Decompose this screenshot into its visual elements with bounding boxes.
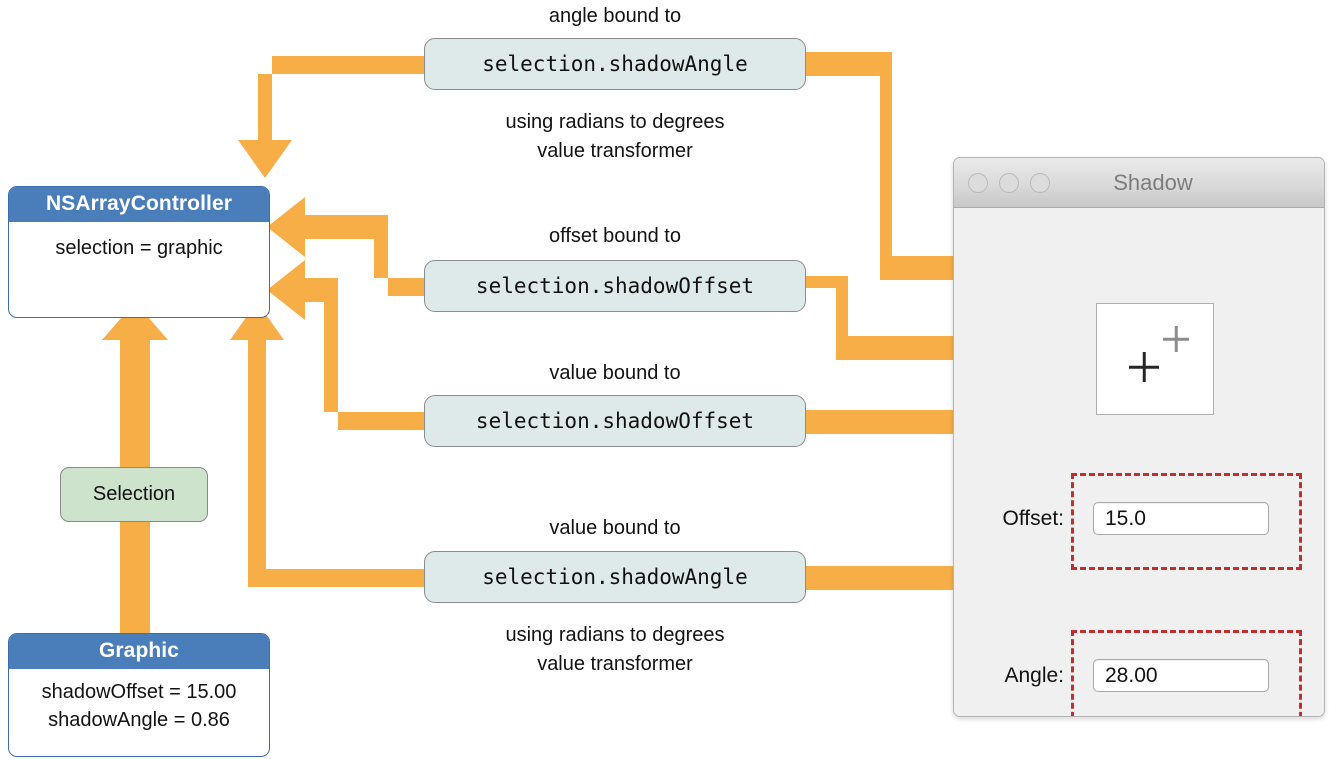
binding-3-keypath-text: selection.shadowOffset <box>475 409 755 433</box>
binding-1-caption-above: angle bound to <box>424 2 806 31</box>
binding-3-caption-above: value bound to <box>424 359 806 388</box>
binding-1-transformer-line2: value transformer <box>537 140 693 162</box>
binding-4-transformer-line1: using radians to degrees <box>505 624 725 646</box>
binding-3-caption-above-text: value bound to <box>549 362 681 384</box>
selection-pill-label: Selection <box>92 483 176 505</box>
arrow-offset-to-controller <box>267 197 424 296</box>
binding-1-transformer-line1: using radians to degrees <box>505 111 725 133</box>
shadow-window: Shadow Offset: 15.0 Angle: 28.00 <box>953 157 1325 717</box>
binding-1-caption-above-text: angle bound to <box>548 5 682 27</box>
binding-4-caption-below: using radians to degrees value transform… <box>424 621 806 679</box>
offset-field-label-text: Offset: <box>1002 507 1064 530</box>
angle-field-label-text: Angle: <box>1004 664 1064 687</box>
binding-1-keypath: selection.shadowAngle <box>424 38 806 90</box>
graphic-title: Graphic <box>9 634 269 669</box>
arrow-offset-value-to-controller <box>267 260 424 430</box>
arrow-angle-value-to-controller <box>230 302 424 587</box>
nsarraycontroller-selection-value: selection = graphic <box>9 222 269 277</box>
binding-2-keypath-text: selection.shadowOffset <box>475 274 755 298</box>
arrow-angle-to-controller <box>238 56 424 178</box>
binding-4-transformer-line2: value transformer <box>537 653 693 675</box>
minimize-button-icon[interactable] <box>999 172 1019 193</box>
binding-2-caption-above: offset bound to <box>424 222 806 251</box>
binding-4-keypath: selection.shadowAngle <box>424 551 806 603</box>
offset-binding-highlight <box>1071 473 1302 570</box>
angle-binding-highlight <box>1071 630 1302 716</box>
graphic-box: Graphic shadowOffset = 15.00 shadowAngle… <box>8 633 270 757</box>
graphic-shadowangle: shadowAngle = 0.86 <box>48 709 230 732</box>
binding-4-keypath-text: selection.shadowAngle <box>482 565 748 589</box>
binding-2-caption-above-text: offset bound to <box>549 225 681 247</box>
origin-cross-mark <box>1163 326 1189 352</box>
offset-field-label: Offset: <box>974 507 1064 531</box>
zoom-button-icon[interactable] <box>1030 172 1050 193</box>
nsarraycontroller-title: NSArrayController <box>9 187 269 222</box>
angle-input-value: 28.00 <box>1105 663 1158 687</box>
close-button-icon[interactable] <box>968 172 988 193</box>
binding-1-keypath-text: selection.shadowAngle <box>482 52 748 76</box>
graphic-properties: shadowOffset = 15.00 shadowAngle = 0.86 <box>9 669 269 749</box>
window-titlebar[interactable]: Shadow <box>954 158 1324 208</box>
nsarraycontroller-box: NSArrayController selection = graphic <box>8 186 270 318</box>
selection-pill: Selection <box>60 467 208 522</box>
binding-3-keypath: selection.shadowOffset <box>424 395 806 447</box>
graphic-shadowoffset: shadowOffset = 15.00 <box>41 681 237 703</box>
offset-input-value: 15.0 <box>1105 506 1146 530</box>
angle-input[interactable]: 28.00 <box>1093 659 1269 692</box>
shadow-preview[interactable] <box>1096 303 1214 415</box>
binding-1-caption-below: using radians to degrees value transform… <box>424 108 806 166</box>
window-content: Offset: 15.0 Angle: 28.00 <box>954 208 1324 716</box>
offset-input[interactable]: 15.0 <box>1093 502 1269 535</box>
binding-2-keypath: selection.shadowOffset <box>424 260 806 312</box>
angle-field-label: Angle: <box>974 664 1064 688</box>
binding-4-caption-above: value bound to <box>424 514 806 543</box>
shadow-cross-mark <box>1129 352 1159 382</box>
binding-4-caption-above-text: value bound to <box>549 517 681 539</box>
